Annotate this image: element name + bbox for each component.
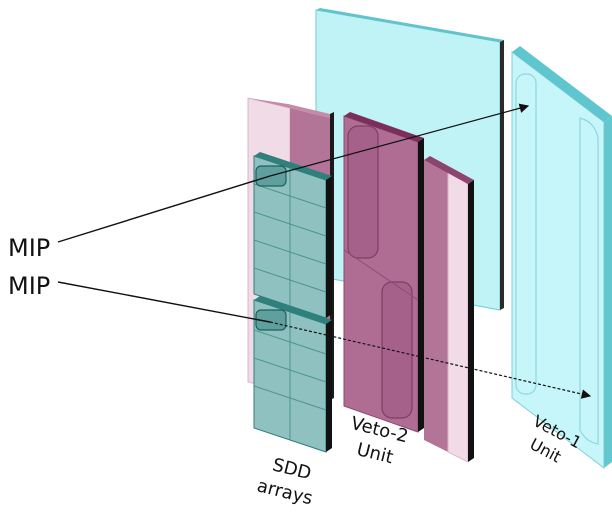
veto1-unit-panel bbox=[511, 46, 612, 470]
mip-trajectory-lower bbox=[57, 281, 592, 399]
sdd-array-upper bbox=[253, 152, 332, 319]
sdd-array-lower bbox=[253, 296, 332, 453]
mip-trajectory-upper bbox=[57, 103, 530, 243]
sdd-arrays-label: SDD arrays bbox=[255, 454, 315, 509]
mip-label-upper: MIP bbox=[8, 234, 50, 262]
veto2-label-line2: Unit bbox=[355, 439, 396, 468]
veto1-inner-pad-lower bbox=[579, 117, 599, 445]
veto2-unit-panel bbox=[343, 112, 424, 433]
mip-label-lower: MIP bbox=[8, 272, 50, 300]
inner-pink-panel bbox=[424, 156, 474, 463]
veto2-inner-pad-upper bbox=[347, 125, 379, 259]
veto1-inner-pad-upper bbox=[515, 73, 537, 395]
veto2-inner-pad-lower bbox=[381, 281, 413, 419]
